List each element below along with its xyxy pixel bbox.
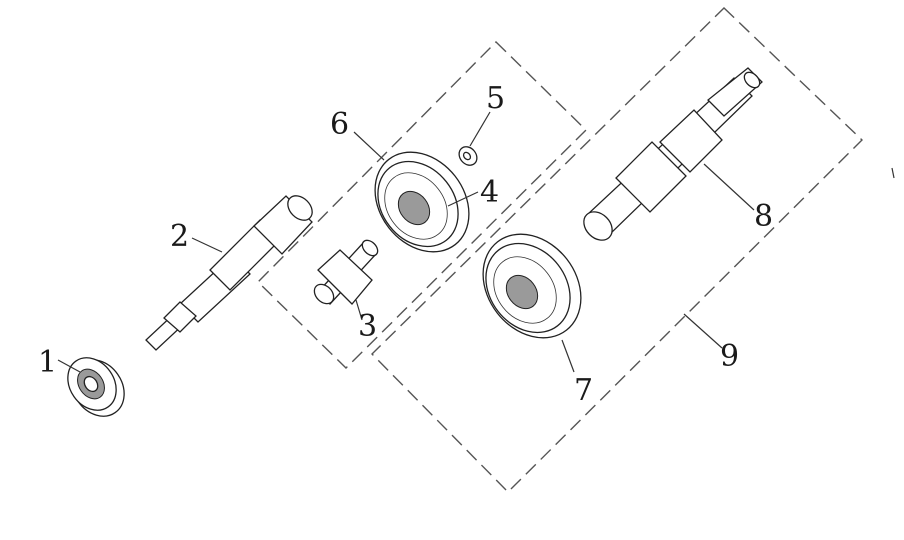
callout-3: 3 — [358, 309, 377, 344]
group-box-upper — [257, 41, 587, 369]
part-8-shaft — [583, 67, 763, 241]
part-5-washer — [458, 146, 478, 166]
callout-9: 9 — [720, 339, 739, 374]
part-2-shaft — [145, 195, 313, 351]
callout-8: 8 — [754, 199, 773, 234]
callout-5: 5 — [486, 81, 505, 116]
callout-7: 7 — [574, 373, 593, 408]
callout-2: 2 — [170, 219, 189, 254]
callout-1: 1 — [38, 345, 57, 380]
part-7-gear — [482, 233, 582, 339]
group-box-9 — [371, 7, 864, 493]
leader-lines — [57, 111, 755, 373]
part-1-bearing — [67, 357, 125, 417]
part-4-gear — [374, 151, 470, 253]
part-3-pinion — [313, 239, 379, 305]
edge-mark — [891, 167, 895, 179]
callout-6: 6 — [330, 107, 349, 142]
callout-4: 4 — [480, 175, 499, 210]
